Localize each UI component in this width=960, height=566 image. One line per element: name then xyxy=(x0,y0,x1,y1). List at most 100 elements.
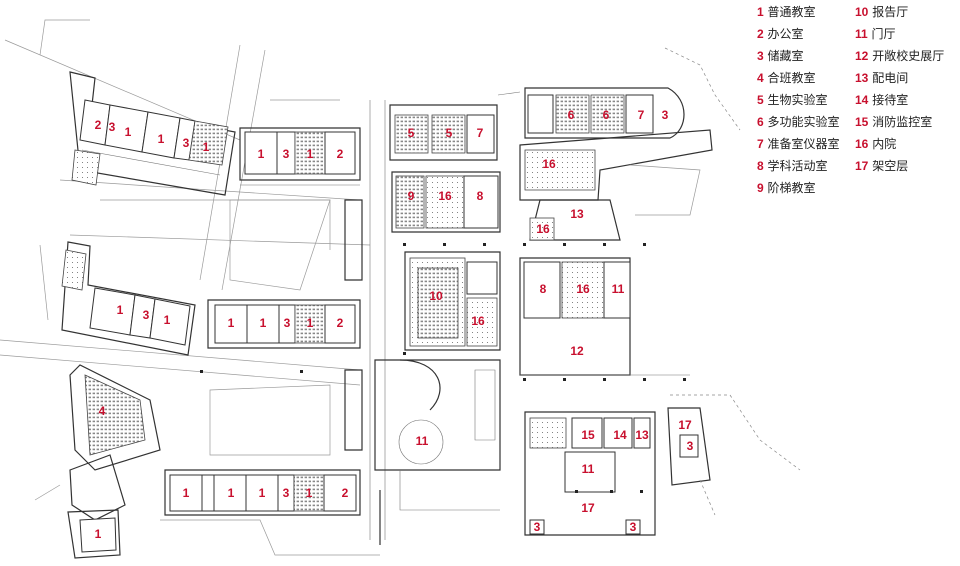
legend-text: 学科活动室 xyxy=(767,159,828,173)
legend-number: 15 xyxy=(855,115,869,129)
room-label: 6 xyxy=(568,108,575,122)
west-wing-2 xyxy=(39,241,196,356)
legend-item: 7 准备室仪器室 xyxy=(757,136,840,152)
legend-item: 8 学科活动室 xyxy=(757,158,828,174)
legend-number: 13 xyxy=(855,71,869,85)
legend-item: 5 生物实验室 xyxy=(757,92,828,108)
room-label: 1 xyxy=(307,316,314,330)
room-label: 8 xyxy=(477,189,484,203)
legend-text: 办公室 xyxy=(767,27,804,41)
legend-text: 架空层 xyxy=(872,159,909,173)
room-label: 1 xyxy=(259,486,266,500)
legend-text: 消防监控室 xyxy=(872,115,933,129)
room-label: 13 xyxy=(635,428,649,442)
room-label: 1 xyxy=(306,486,313,500)
southeast-block xyxy=(667,407,716,516)
legend-text: 开敞校史展厅 xyxy=(872,49,945,63)
legend-item: 9 阶梯教室 xyxy=(757,180,816,196)
room-label: 3 xyxy=(283,486,290,500)
room-label: 4 xyxy=(99,404,106,418)
central-spine xyxy=(344,100,386,545)
legend-number: 12 xyxy=(855,49,869,63)
room-label: 3 xyxy=(534,520,541,534)
legend-text: 普通教室 xyxy=(767,5,816,19)
room-label: 17 xyxy=(678,418,692,432)
room-label: 8 xyxy=(540,282,547,296)
room-label: 2 xyxy=(337,316,344,330)
room-label: 11 xyxy=(612,282,625,296)
legend-item: 14 接待室 xyxy=(855,92,908,108)
room-label: 3 xyxy=(183,136,190,150)
legend-number: 2 xyxy=(757,27,764,41)
legend-text: 合班教室 xyxy=(767,71,816,85)
legend-number: 9 xyxy=(757,181,764,195)
structural-columns xyxy=(200,243,686,493)
legend-number: 4 xyxy=(757,71,764,85)
room-label: 16 xyxy=(536,222,550,236)
room-label: 1 xyxy=(228,486,235,500)
legend-item: 10 报告厅 xyxy=(855,4,908,20)
room-label: 11 xyxy=(416,434,429,448)
legend-text: 准备室仪器室 xyxy=(767,137,840,151)
room-label: 2 xyxy=(342,486,349,500)
room-label: 3 xyxy=(109,120,116,134)
row-2-classrooms xyxy=(207,299,361,349)
legend-item: 12 开敞校史展厅 xyxy=(855,48,944,64)
east-labs xyxy=(497,87,685,139)
east-hall xyxy=(519,257,690,376)
room-label: 1 xyxy=(228,316,235,330)
room-labels: 2 3 1 1 3 1 1 3 1 2 1 3 1 1 1 3 1 2 4 1 … xyxy=(95,108,694,541)
legend-text: 配电间 xyxy=(872,71,909,85)
legend-number: 11 xyxy=(855,27,868,41)
room-label: 6 xyxy=(603,108,610,122)
room-label: 1 xyxy=(183,486,190,500)
room-label: 14 xyxy=(613,428,627,442)
legend-text: 接待室 xyxy=(872,93,909,107)
room-label: 7 xyxy=(477,126,484,140)
room-label: 3 xyxy=(284,316,291,330)
legend-number: 16 xyxy=(855,137,869,151)
room-label: 1 xyxy=(164,313,171,327)
row-1-classrooms xyxy=(239,127,361,186)
room-label: 13 xyxy=(570,207,584,221)
legend-item: 3 储藏室 xyxy=(757,48,804,64)
room-label: 7 xyxy=(638,108,645,122)
west-wing-3 xyxy=(67,364,161,559)
room-label: 9 xyxy=(408,189,415,203)
room-label: 5 xyxy=(446,126,453,140)
room-label: 2 xyxy=(337,147,344,161)
central-mid xyxy=(391,171,501,233)
room-label: 10 xyxy=(429,289,443,303)
central-labs xyxy=(389,104,498,161)
legend-number: 3 xyxy=(757,49,764,63)
legend-number: 6 xyxy=(757,115,764,129)
room-label: 16 xyxy=(471,314,485,328)
legend-number: 14 xyxy=(855,93,869,107)
legend-number: 1 xyxy=(757,5,764,19)
room-label: 1 xyxy=(158,132,165,146)
south-block xyxy=(524,411,656,536)
legend-text: 门厅 xyxy=(871,27,896,41)
east-courtyard xyxy=(519,129,713,241)
legend-number: 8 xyxy=(757,159,764,173)
legend-item: 4 合班教室 xyxy=(757,70,816,86)
site-lines xyxy=(0,19,801,556)
legend-number: 5 xyxy=(757,93,764,107)
room-label: 1 xyxy=(307,147,314,161)
legend: 1 普通教室 2 办公室 3 储藏室 4 合班教室 5 生物实验室 6 多功能实… xyxy=(757,4,957,196)
room-label: 17 xyxy=(581,501,595,515)
room-label: 12 xyxy=(570,344,584,358)
room-label: 15 xyxy=(581,428,595,442)
legend-text: 储藏室 xyxy=(767,49,804,63)
west-wing-1 xyxy=(69,71,236,196)
legend-number: 10 xyxy=(855,5,869,19)
legend-text: 阶梯教室 xyxy=(767,181,816,195)
room-label: 16 xyxy=(542,157,556,171)
legend-item: 1 普通教室 xyxy=(757,4,816,20)
room-label: 2 xyxy=(95,118,102,132)
room-label: 3 xyxy=(662,108,669,122)
legend-number: 7 xyxy=(757,137,764,151)
legend-item: 16 内院 xyxy=(855,136,896,152)
central-entry xyxy=(374,359,501,511)
